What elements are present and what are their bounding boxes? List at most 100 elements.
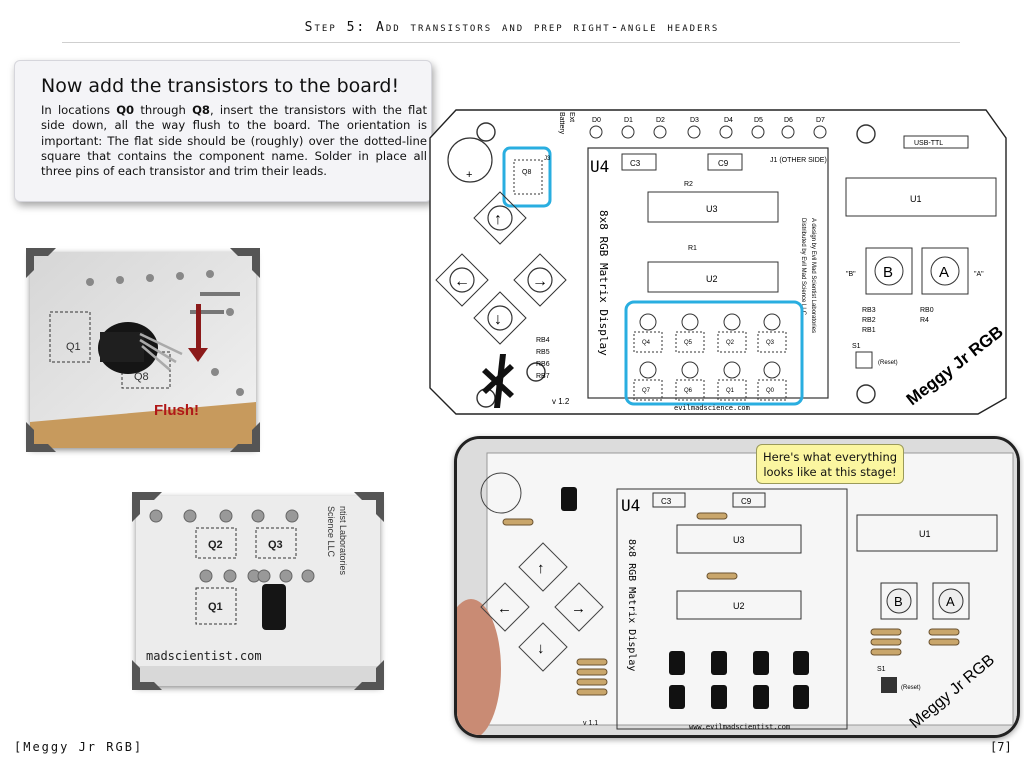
transistor-body xyxy=(262,584,286,630)
rb-label: RB5 xyxy=(536,349,550,356)
led-label: D7 xyxy=(816,117,825,124)
c3-label: C3 xyxy=(630,159,641,168)
photo-corner-icon xyxy=(354,660,384,690)
led-label: D6 xyxy=(784,117,793,124)
caption-bubble: Here's what everything looks like at thi… xyxy=(756,444,904,484)
u3-label: U3 xyxy=(706,204,718,214)
label-q2: Q2 xyxy=(208,539,223,551)
credit-text: A design by Evil Mad Scientist Laborator… xyxy=(810,218,816,333)
header-divider xyxy=(62,42,960,43)
s1-label: S1 xyxy=(877,666,886,673)
usb-ttl-label: USB-TTL xyxy=(914,140,943,147)
s1-label: S1 xyxy=(852,343,861,350)
up-arrow-icon: ↑ xyxy=(537,560,545,577)
callout-body: In locations Q0 through Q8, insert the t… xyxy=(41,103,427,179)
url-text: evilmadscience.com xyxy=(674,404,750,412)
button-a-label: A xyxy=(939,264,949,281)
photo-corner-icon xyxy=(354,492,384,522)
rb-label: RB6 xyxy=(536,361,550,368)
label-q1: Q1 xyxy=(208,601,223,613)
c9-label: C9 xyxy=(741,497,752,506)
pcb-diagram: + D0 D1 D2 D3 D4 D5 D6 D7 Battery Ext Q8… xyxy=(426,98,1018,418)
r4-label: R4 xyxy=(920,317,929,324)
q8-highlight xyxy=(502,146,552,208)
page-title: Step 5: Add transistors and prep right-a… xyxy=(304,20,720,35)
u3-label: U3 xyxy=(733,535,745,545)
u2-label: U2 xyxy=(733,601,745,611)
label-q1: Q1 xyxy=(66,341,81,353)
b-quote-label: "B" xyxy=(846,271,856,278)
side-text-2: Science LLC xyxy=(326,506,336,558)
c9-label: C9 xyxy=(718,159,729,168)
q-label: Q5 xyxy=(684,340,693,346)
photo-corner-icon xyxy=(230,248,260,278)
right-arrow-icon: → xyxy=(532,273,548,290)
down-arrow-icon xyxy=(196,304,201,350)
label-q3: Q3 xyxy=(268,539,283,551)
led-label: D1 xyxy=(624,117,633,124)
ext-label: Ext xyxy=(568,112,575,122)
hand-image xyxy=(457,599,501,735)
svg-text:+: + xyxy=(466,169,472,181)
q-label: Q7 xyxy=(642,388,651,394)
photo-completed-board: U4 C3 C9 U3 U2 8x8 RGB Matrix Display xyxy=(454,436,1020,738)
button-b-label: B xyxy=(894,594,903,609)
down-arrow-head-icon xyxy=(188,348,208,362)
photo-transistor-closeup: Q2 Q3 Q1 madscientist.com ntist Laborato… xyxy=(132,492,384,690)
reset-label: (Reset) xyxy=(901,685,921,691)
battery-label: Battery xyxy=(558,112,565,135)
rb0-label: RB0 xyxy=(920,307,934,314)
u1-label: U1 xyxy=(910,194,922,204)
url-text: madscientist.com xyxy=(146,649,262,663)
photo-closeup-image: Q2 Q3 Q1 madscientist.com ntist Laborato… xyxy=(136,496,380,686)
body-text-1: In locations xyxy=(41,103,117,117)
matrix-title: 8x8 RGB Matrix Display xyxy=(626,539,637,671)
emsl-logo-icon xyxy=(482,354,514,408)
photo-corner-icon xyxy=(26,422,56,452)
version-text: v 1.2 xyxy=(552,397,570,406)
page-number: [7] xyxy=(990,740,1012,754)
c3-label: C3 xyxy=(661,497,672,506)
photo-transistor-flush: Q1 Q8 Flush! xyxy=(26,248,260,452)
body-text-2: through xyxy=(134,103,193,117)
photo-flush-image: Q1 Q8 Flush! xyxy=(30,252,256,448)
reset-label: (Reset) xyxy=(878,360,898,366)
matrix-title: 8x8 RGB Matrix Display xyxy=(597,210,610,356)
photo-corner-icon xyxy=(26,248,56,278)
left-arrow-icon: ← xyxy=(497,600,512,617)
rb-label: RB7 xyxy=(536,373,550,380)
left-arrow-icon: ← xyxy=(454,273,470,290)
u2-label: U2 xyxy=(706,274,718,284)
led-label: D4 xyxy=(724,117,733,124)
r2-label: R2 xyxy=(684,181,693,188)
transistor-grid-highlight xyxy=(624,300,804,406)
q-label: Q0 xyxy=(766,388,775,394)
url-text: www.evilmadscientist.com xyxy=(689,723,790,731)
down-arrow-icon: ↓ xyxy=(494,311,502,328)
q-label: Q3 xyxy=(766,340,775,346)
q-label: Q1 xyxy=(726,388,735,394)
u4-label: U4 xyxy=(621,496,640,515)
q8-label: Q8 xyxy=(522,169,531,176)
q8-ref: Q8 xyxy=(192,103,210,117)
led-label: D2 xyxy=(656,117,665,124)
side-text: ntist Laboratories xyxy=(338,506,348,576)
photo-corner-icon xyxy=(230,422,260,452)
q-label: Q4 xyxy=(642,340,651,346)
j3-label: J3 xyxy=(544,156,551,162)
q-label: Q2 xyxy=(726,340,735,346)
down-arrow-icon: ↓ xyxy=(537,640,545,657)
u4-label: U4 xyxy=(590,157,609,176)
version-text: v 1.1 xyxy=(583,720,598,727)
footer-title: [Meggy Jr RGB] xyxy=(14,740,144,754)
rb-label: RB4 xyxy=(536,337,550,344)
q0-ref: Q0 xyxy=(116,103,135,117)
body-text-3: , insert the transistors with the flat s… xyxy=(41,103,427,179)
q-label: Q6 xyxy=(684,388,693,394)
led-label: D5 xyxy=(754,117,763,124)
rb-label: RB1 xyxy=(862,327,876,334)
credit-text-2: Distributed by Evil Mad Science LLC xyxy=(800,218,806,316)
rb-label: RB2 xyxy=(862,317,876,324)
r1-label: R1 xyxy=(688,245,697,252)
j1-label: J1 (OTHER SIDE) xyxy=(770,157,827,164)
